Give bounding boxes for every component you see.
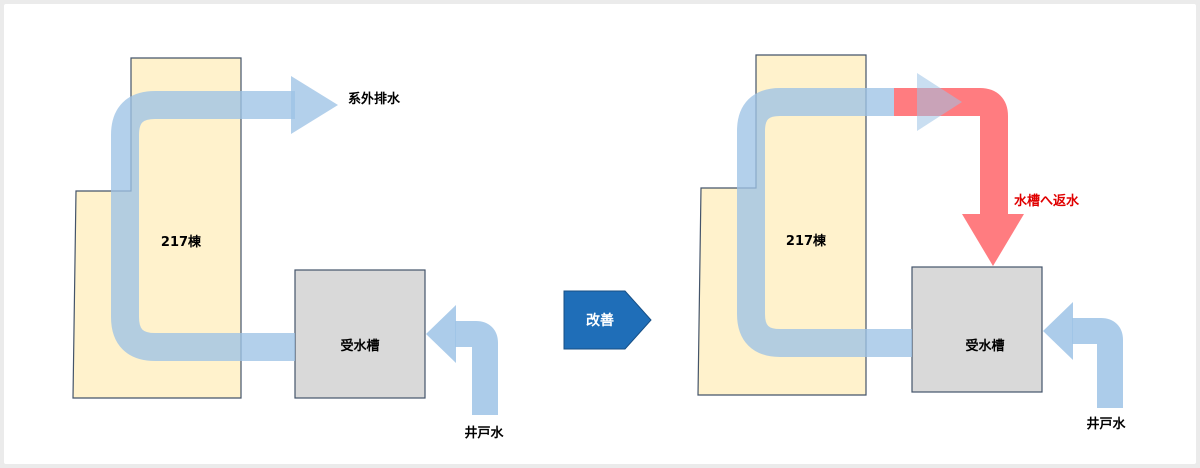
before-building-label: 217棟	[161, 234, 202, 250]
improvement-marker: 改善	[563, 290, 652, 350]
improvement-arrow	[563, 290, 652, 350]
after-drain-arrow-ghost	[917, 73, 962, 131]
before-drain-label: 系外排水	[348, 91, 401, 107]
after-building-label: 217棟	[786, 233, 827, 249]
after-well-water-flow	[1072, 318, 1123, 408]
before-tank-label: 受水槽	[340, 338, 379, 354]
before-drain-arrow	[291, 76, 338, 134]
after-return-flow	[894, 88, 1008, 216]
after-receiving-tank	[911, 266, 1043, 393]
after-diagram: 217棟 受水槽 水槽へ返水 井戸水	[697, 54, 1126, 432]
before-well-water-arrow	[426, 305, 456, 363]
before-diagram: 217棟 受水槽 系外排水 井戸水	[72, 57, 504, 441]
before-receiving-tank	[294, 269, 426, 399]
after-return-label: 水槽へ返水	[1014, 193, 1080, 209]
after-well-label: 井戸水	[1086, 416, 1126, 432]
after-well-water-arrow	[1043, 302, 1073, 360]
before-well-label: 井戸水	[464, 425, 504, 441]
before-circulation-flow	[111, 91, 295, 361]
after-circulation-flow	[737, 88, 920, 357]
improvement-label: 改善	[586, 312, 614, 329]
after-tank-label: 受水槽	[965, 338, 1004, 354]
after-return-arrow	[962, 214, 1024, 266]
before-well-water-flow	[455, 321, 498, 415]
